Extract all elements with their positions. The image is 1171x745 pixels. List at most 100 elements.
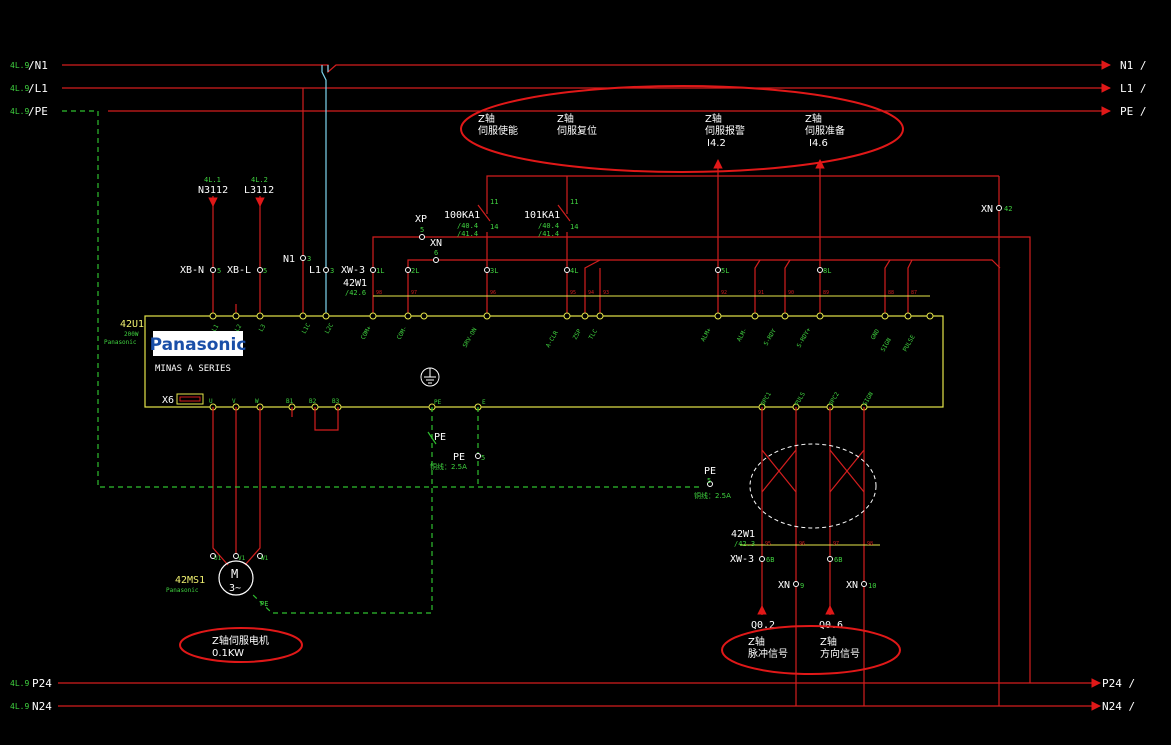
motor-terminals <box>210 553 263 559</box>
harness-wire-numbers: 98 97 96 95 94 93 92 91 90 89 88 87 <box>376 290 917 296</box>
bus-n24-left: N24 <box>32 700 52 713</box>
motor-callout-line2: 0.1KW <box>212 648 244 659</box>
svg-text:TLC: TLC <box>588 328 600 341</box>
svg-text:PE: PE <box>434 399 442 406</box>
supply-l-label: L3112 <box>244 185 274 196</box>
pin-num-6: 8L <box>823 267 831 275</box>
svg-text:OPC1: OPC1 <box>760 391 773 407</box>
motor-phase: 3~ <box>229 583 241 594</box>
svg-text:PULS: PULS <box>794 391 807 407</box>
pe-upper: PE <box>434 432 446 443</box>
dir-callout-b: 方向信号 <box>820 647 860 660</box>
pulse-q1: Q0.2 <box>751 620 775 631</box>
ready-line1: Z轴 <box>805 112 822 125</box>
ground-labels: PE PE 5 铜线：2.5A PE 5 铜线：2.5A <box>430 432 731 500</box>
svg-text:COM+: COM+ <box>360 325 373 341</box>
svg-text:89: 89 <box>823 290 829 296</box>
bus-n24-ref: 4L.9 <box>10 702 29 711</box>
drive-series: MINAS A SERIES <box>155 364 231 374</box>
callout-servo-signals <box>460 85 904 173</box>
enable-line1: Z轴 <box>478 112 495 125</box>
pulse-xw3-num2: 6B <box>834 556 842 564</box>
svg-text:L1C: L1C <box>301 322 313 335</box>
drive-identity: 42U1 200W Panasonic MINAS A SERIES <box>104 319 231 374</box>
bus-l1-right: L1 / <box>1120 82 1147 95</box>
alarm-line2: 伺服报警 <box>705 124 745 137</box>
bus-p24-right: P24 / <box>1102 677 1135 690</box>
svg-text:93: 93 <box>603 290 609 296</box>
svg-text:U: U <box>209 398 213 405</box>
supply-n-ref: 4L.1 <box>204 176 221 184</box>
svg-text:SRV-ON: SRV-ON <box>462 326 479 349</box>
ground-terminals <box>475 453 713 487</box>
pin-num-1: 1L <box>376 267 384 275</box>
pulse-callout-b: 脉冲信号 <box>748 647 788 660</box>
pe1-label: PE <box>453 452 465 463</box>
drive-top-terminals <box>209 312 934 320</box>
svg-text:98: 98 <box>867 541 873 547</box>
motor-wires <box>212 407 339 566</box>
bus-lines <box>58 60 1111 711</box>
motor-pe: PE <box>260 600 268 608</box>
svg-text:OPC2: OPC2 <box>828 391 841 407</box>
xp-label: XP <box>415 214 427 225</box>
terminals-power <box>210 255 329 273</box>
relay2-bot: 14 <box>570 223 578 231</box>
motor-term-v: V1 <box>238 555 246 562</box>
svg-text:ALM-: ALM- <box>736 327 749 343</box>
motor-callout-labels: Z轴伺服电机 0.1KW <box>212 634 269 659</box>
pin-num-2: 2L <box>411 267 419 275</box>
w42-ref: /42.6 <box>345 289 366 297</box>
relay1-ref-a: /40.4 <box>457 222 478 230</box>
svg-text:E: E <box>482 399 486 406</box>
pin-num-4: 4L <box>570 267 578 275</box>
svg-text:96: 96 <box>490 290 496 296</box>
motor-m: M <box>231 567 238 581</box>
svg-text:95: 95 <box>765 541 771 547</box>
relay2-ref-b: /41.4 <box>538 230 559 238</box>
ground-icon <box>420 367 440 387</box>
relay2-top: 11 <box>570 198 578 206</box>
relay1-top: 11 <box>490 198 498 206</box>
bus-n1-left: /N1 <box>28 59 48 72</box>
bus-p24-left: P24 <box>32 677 52 690</box>
relay1-ref-b: /41.4 <box>457 230 478 238</box>
svg-text:GND: GND <box>870 328 882 341</box>
svg-text:91: 91 <box>758 290 764 296</box>
pulse-xn-b: XN <box>846 580 858 591</box>
svg-text:L3: L3 <box>258 323 268 333</box>
supply-n-label: N3112 <box>198 185 228 196</box>
control-wires <box>372 159 1031 706</box>
callout-motor <box>179 627 303 663</box>
supply-l-ref: 4L.2 <box>251 176 268 184</box>
terminals-control <box>370 205 1002 273</box>
svg-text:COM-: COM- <box>396 325 409 341</box>
svg-text:L2: L2 <box>234 323 244 333</box>
panasonic-logo: Panasonic <box>150 335 247 355</box>
pulse-terminals <box>759 556 867 587</box>
bus-p24-ref: 4L.9 <box>10 679 29 688</box>
svg-text:S-RDY+: S-RDY+ <box>796 326 813 349</box>
ready-line3: I4.6 <box>809 138 828 149</box>
relay1-name: 100KA1 <box>444 210 480 221</box>
reset-line2: 伺服复位 <box>557 124 597 137</box>
motor-term-w: W1 <box>261 555 269 562</box>
drive-id: 42U1 <box>120 319 144 330</box>
svg-text:90: 90 <box>788 290 794 296</box>
bus-n1-right: N1 / <box>1120 59 1147 72</box>
motor-term-u: U1 <box>214 555 222 562</box>
bus-labels: 4L.9 /N1 N1 / 4L.9 /L1 L1 / 4L.9 /PE PE … <box>10 59 1147 713</box>
bus-pe-left: /PE <box>28 105 48 118</box>
pulse-xw3: XW-3 <box>730 554 754 565</box>
svg-text:96: 96 <box>799 541 805 547</box>
drive-top-pin-labels: L1 L2 L3 L1C L2C COM+ COM- SRV-ON A-CLR … <box>211 322 917 353</box>
relay1-bot: 14 <box>490 223 498 231</box>
svg-text:97: 97 <box>411 290 417 296</box>
bus-n1-ref: 4L.9 <box>10 61 29 70</box>
svg-text:88: 88 <box>888 290 894 296</box>
pin-num-3: 3L <box>490 267 498 275</box>
svg-text:87: 87 <box>911 290 917 296</box>
control-labels: 100KA1 /40.4 /41.4 11 14 101KA1 /40.4 /4… <box>341 198 1012 297</box>
bus-pe-ref: 4L.9 <box>10 107 29 116</box>
bus-l1-ref: 4L.9 <box>10 84 29 93</box>
